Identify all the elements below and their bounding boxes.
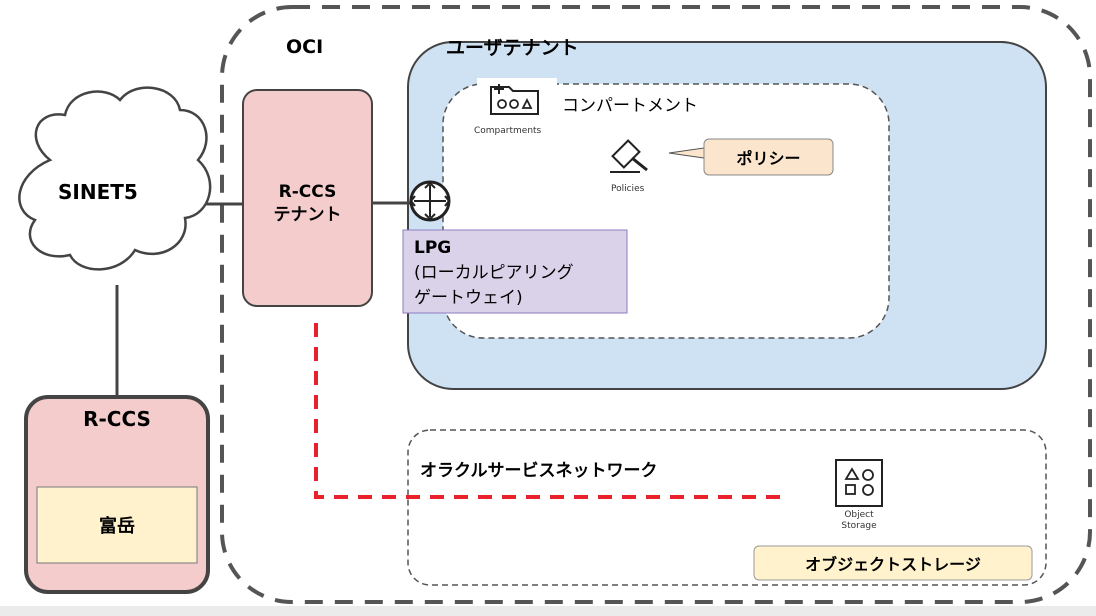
policies-icon-caption: Policies — [611, 184, 645, 194]
rccs-tenant-label-line1: R-CCS — [278, 182, 337, 202]
cloud-shape — [18, 86, 212, 271]
bottom-strip — [0, 606, 1096, 616]
fugaku-label: 富岳 — [99, 516, 135, 537]
object-storage-callout-label: オブジェクトストレージ — [805, 555, 981, 574]
lpg-title: LPG — [414, 238, 452, 258]
object-storage-caption-line1: Object — [844, 510, 874, 520]
router-icon — [409, 180, 451, 222]
oci-label: OCI — [286, 36, 324, 58]
compartment-icon-caption: Compartments — [474, 126, 542, 136]
service-network-label: オラクルサービスネットワーク — [420, 461, 658, 481]
lpg-line2: ゲートウェイ) — [414, 288, 523, 308]
red-dashed-link — [314, 323, 782, 499]
lpg-label: LPG (ローカルピアリング ゲートウェイ) — [414, 236, 624, 311]
rccs-label: R-CCS — [83, 407, 151, 431]
oci-boundary — [220, 5, 1092, 604]
object-storage-icon — [835, 459, 883, 507]
sinet-label: SINET5 — [58, 180, 138, 204]
compartment-label: コンパートメント — [562, 96, 698, 116]
object-storage-callout-box — [753, 545, 1033, 581]
lpg-line1: (ローカルピアリング — [414, 263, 574, 283]
object-storage-caption-line2: Storage — [841, 521, 877, 531]
policy-callout-label: ポリシー — [736, 149, 801, 168]
object-storage-caption: Object Storage — [826, 510, 892, 532]
policy-callout-box — [703, 138, 834, 176]
user-tenant-label: ユーザテナント — [446, 37, 579, 59]
gavel-icon — [610, 139, 648, 173]
compartment-icon — [477, 78, 557, 122]
fugaku-box — [36, 486, 198, 564]
lpg-box — [402, 229, 628, 314]
rccs-tenant-label-line2: テナント — [273, 205, 342, 225]
rccs-tenant-label: R-CCS テナント — [243, 176, 372, 232]
rccs-tenant-box — [242, 89, 373, 307]
